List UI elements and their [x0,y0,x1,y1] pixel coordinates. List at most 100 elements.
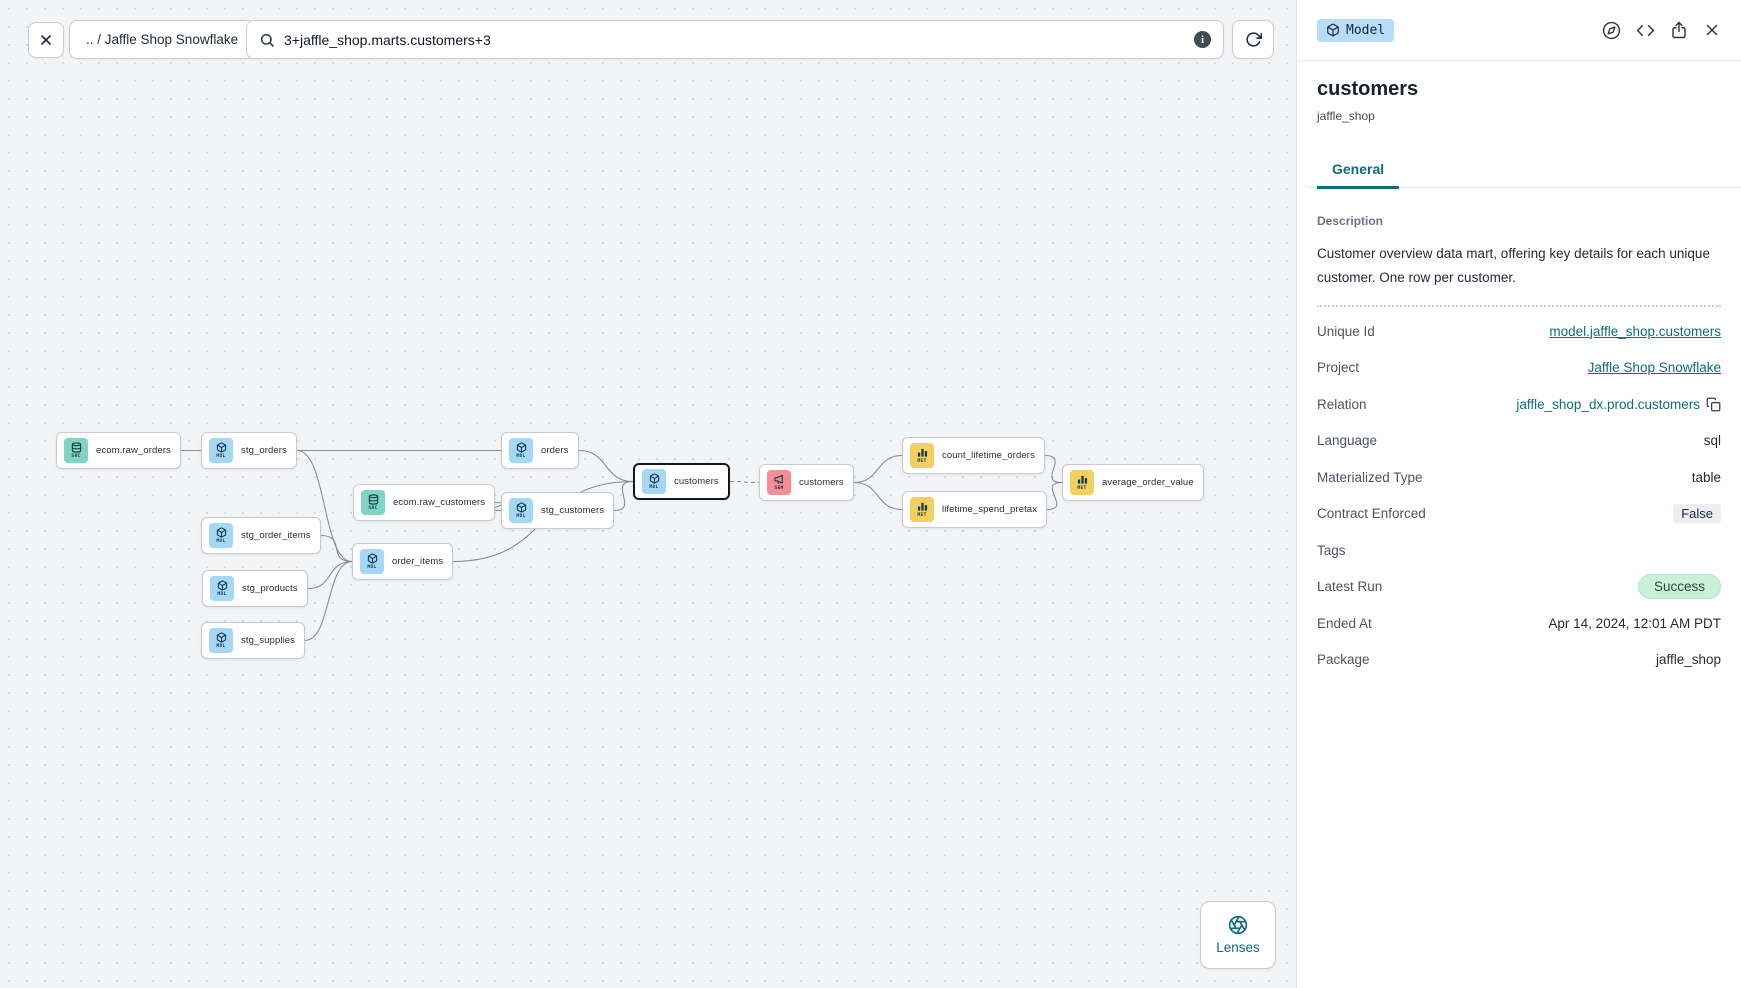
node-label: stg_orders [241,445,287,456]
graph-node-count_lifetime_orders[interactable]: MET count_lifetime_orders [902,437,1045,474]
edge-customers_sem-to-count_lifetime_orders [853,454,903,484]
metric-icon: MET [910,497,934,522]
field-label: Ended At [1317,615,1372,631]
share-icon [1672,21,1686,39]
model-icon: MDL [642,469,666,494]
field-row-ended-at: Ended At Apr 14, 2024, 12:01 AM PDT [1317,605,1721,642]
semantic-model-icon: SEM [767,470,791,495]
breadcrumb-label: .. / Jaffle Shop Snowflake [86,32,239,47]
model-icon: MDL [209,438,233,463]
field-label: Unique Id [1317,323,1375,339]
model-icon: MDL [209,523,233,548]
ended-at-value: Apr 14, 2024, 12:01 AM PDT [1548,615,1721,631]
model-icon: MDL [210,576,234,601]
field-label: Relation [1317,396,1367,412]
graph-node-stg_orders[interactable]: MDL stg_orders [201,432,297,469]
graph-node-lifetime_spend_pretax[interactable]: MET lifetime_spend_pretax [902,491,1048,528]
graph-node-customers_sem[interactable]: SEM customers [759,464,854,501]
panel-tabs: General [1306,153,1741,189]
close-lineage-button[interactable] [28,22,64,58]
share-button[interactable] [1670,21,1688,39]
model-icon: MDL [509,438,533,463]
search-input[interactable] [284,31,1194,48]
source-icon: SRC [64,438,88,463]
field-row-unique-id: Unique Id model.jaffle_shop.customers [1317,313,1721,350]
model-icon: MDL [360,549,384,574]
materialized-type-value: table [1691,469,1721,485]
field-row-project: Project Jaffle Shop Snowflake [1317,350,1721,387]
panel-actions [1602,21,1721,40]
field-label: Language [1317,433,1378,449]
node-label: ecom.raw_orders [96,445,171,456]
node-label: count_lifetime_orders [942,450,1035,461]
field-label: Package [1317,652,1370,668]
refresh-button[interactable] [1232,20,1274,59]
node-label: stg_customers [541,505,605,516]
code-icon [1636,24,1655,36]
copy-icon[interactable] [1706,397,1721,412]
graph-node-order_items[interactable]: MDL order_items [352,543,454,580]
graph-node-ecom.raw_orders[interactable]: SRC ecom.raw_orders [56,432,181,469]
model-title: customers [1317,78,1419,100]
model-icon: MDL [209,628,233,653]
unique-id-link[interactable]: model.jaffle_shop.customers [1549,323,1721,339]
edge-orders-to-customers [578,449,634,483]
edge-customers-to-customers_sem [729,480,760,484]
resource-type-label: Model [1346,22,1386,38]
project-link[interactable]: Jaffle Shop Snowflake [1587,360,1721,376]
view-code-button[interactable] [1636,21,1655,40]
description-label: Description [1317,214,1384,228]
node-label: average_order_value [1102,477,1194,488]
panel-body: customers jaffle_shop General Descriptio… [1297,78,1741,678]
edge-lifetime_spend_pretax-to-average_order_value [1046,481,1063,511]
graph-node-average_order_value[interactable]: MET average_order_value [1062,464,1204,501]
edge-count_lifetime_orders-to-average_order_value [1044,454,1063,484]
graph-node-stg_customers[interactable]: MDL stg_customers [501,492,615,529]
package-value: jaffle_shop [1655,652,1721,668]
node-label: customers [799,477,844,488]
resource-type-badge: Model [1317,18,1395,42]
node-label: ecom.raw_customers [393,497,486,508]
divider [1317,305,1721,307]
node-label: lifetime_spend_pretax [942,504,1038,515]
edge-stg_products-to-order_items [307,560,353,590]
search-info-icon[interactable]: i [1194,31,1211,48]
node-label: stg_supplies [241,635,296,646]
model-icon: MDL [509,498,533,523]
metric-icon: MET [910,443,934,468]
search-icon [260,33,274,47]
model-cube-icon [1327,23,1339,37]
explore-compass-button[interactable] [1602,21,1621,40]
lineage-search[interactable]: i [246,20,1224,59]
close-icon [41,35,51,45]
field-label: Latest Run [1317,579,1383,595]
relation-value: jaffle_shop_dx.prod.customers [1516,396,1700,412]
graph-node-stg_supplies[interactable]: MDL stg_supplies [201,622,306,659]
field-row-tags: Tags [1317,532,1721,569]
field-label: Project [1317,360,1360,376]
tab-general[interactable]: General [1317,153,1400,189]
details-panel: Model customers jaffle_shop Gener [1296,0,1741,988]
lenses-aperture-icon [1228,915,1248,935]
close-panel-button[interactable] [1703,21,1721,39]
panel-header: Model [1297,0,1741,61]
latest-run-status-badge: Success [1637,574,1721,600]
breadcrumb[interactable]: .. / Jaffle Shop Snowflake [69,20,256,59]
model-package-subtitle: jaffle_shop [1317,109,1375,123]
close-icon [1706,24,1718,36]
lenses-button[interactable]: Lenses [1200,901,1276,969]
node-label: order_items [392,556,444,567]
metric-icon: MET [1070,470,1094,495]
edge-stg_order_items-to-order_items [320,534,353,563]
